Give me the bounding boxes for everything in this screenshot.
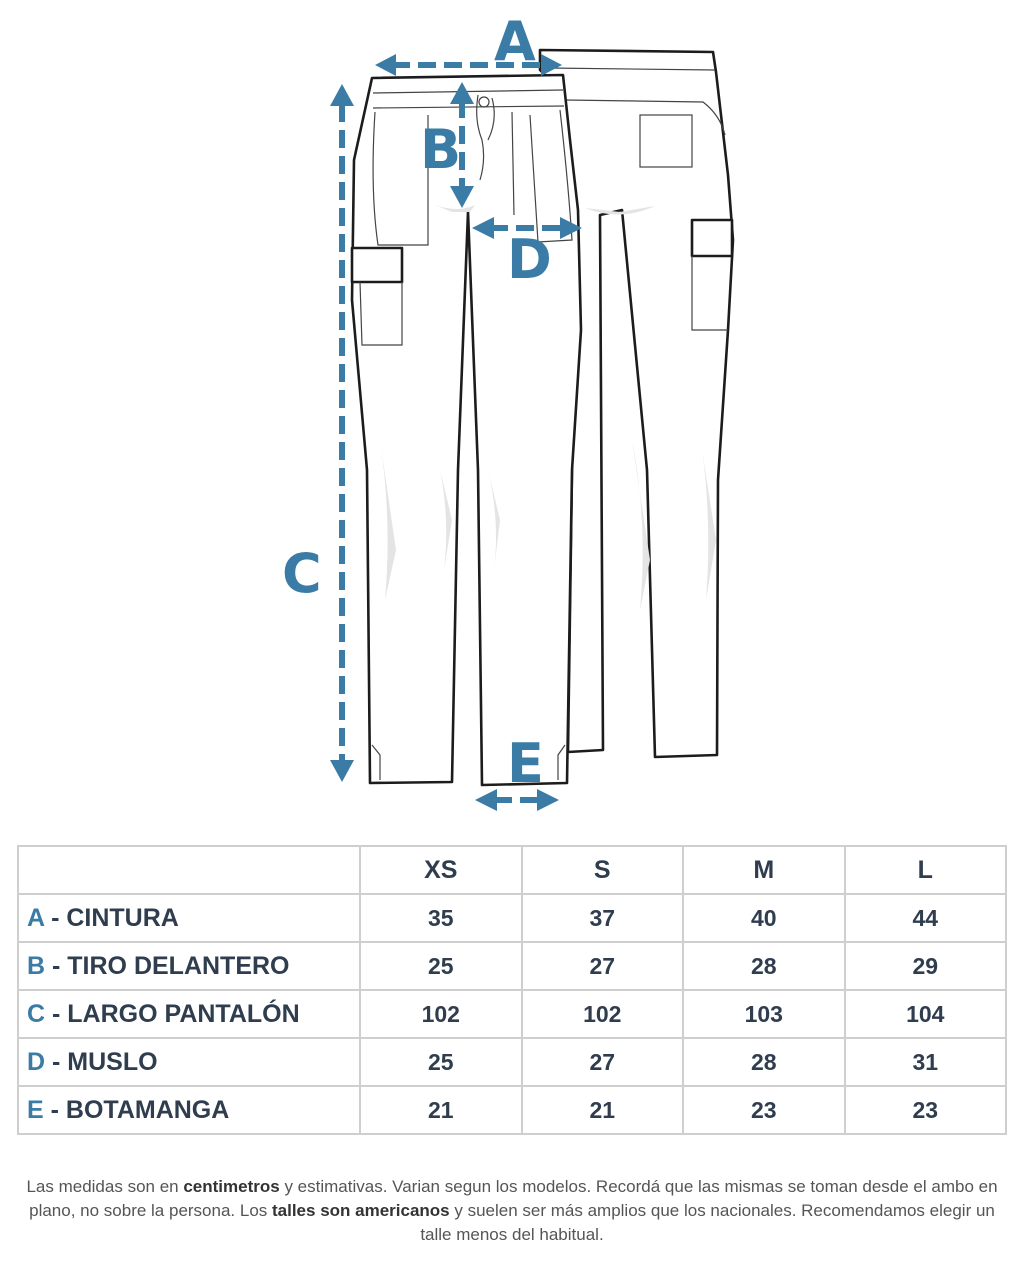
pants-measurement-diagram: A B C D E — [282, 10, 735, 811]
measurement-value: 27 — [520, 1037, 684, 1087]
note-bold-2: talles son americanos — [272, 1201, 450, 1220]
measurement-value: 31 — [843, 1037, 1007, 1087]
measurement-separator: - — [43, 1095, 66, 1124]
label-d: D — [507, 228, 552, 291]
arrow-c-length: C — [282, 84, 354, 782]
measurement-value: 28 — [682, 1037, 846, 1087]
measurement-value: 29 — [843, 941, 1007, 991]
measurement-value: 21 — [359, 1085, 523, 1135]
note-text-3: y suelen ser más amplios que los naciona… — [420, 1201, 995, 1244]
measurement-name: CINTURA — [66, 903, 179, 932]
measurement-value: 21 — [520, 1085, 684, 1135]
measurement-letter: E — [27, 1095, 44, 1124]
measurement-letter: D — [27, 1047, 46, 1076]
measurement-name: LARGO PANTALÓN — [67, 999, 300, 1028]
arrow-e-hem: E — [475, 732, 559, 811]
note-text-2: y estimativas. Varian segun los modelos.… — [29, 1177, 998, 1220]
measurement-value: 23 — [682, 1085, 846, 1135]
measurement-value: 25 — [359, 941, 523, 991]
pants-front-view — [350, 73, 583, 787]
label-b: B — [420, 118, 461, 181]
measurement-value: 40 — [682, 893, 846, 943]
label-c: C — [282, 542, 322, 605]
measurement-value: 103 — [682, 989, 846, 1039]
measurement-value: 23 — [843, 1085, 1007, 1135]
measurement-separator: - — [45, 999, 68, 1028]
header-size-l: L — [843, 845, 1007, 895]
measurement-value: 35 — [359, 893, 523, 943]
measurement-name: TIRO DELANTERO — [67, 951, 290, 980]
measurement-label: E - BOTAMANGA — [17, 1085, 361, 1135]
arrow-d-thigh: D — [472, 217, 582, 291]
measurement-separator: - — [45, 951, 68, 980]
measurement-label: D - MUSLO — [17, 1037, 361, 1087]
measurement-value: 28 — [682, 941, 846, 991]
measurement-note: Las medidas son en centimetros y estimat… — [20, 1175, 1004, 1247]
measurement-letter: C — [27, 999, 46, 1028]
measurement-letter: B — [27, 951, 46, 980]
measurement-value: 102 — [520, 989, 684, 1039]
note-text-1: Las medidas son en — [26, 1177, 184, 1196]
measurement-letter: A — [27, 903, 45, 932]
measurement-separator: - — [45, 1047, 68, 1076]
measurement-value: 102 — [359, 989, 523, 1039]
measurement-value: 104 — [843, 989, 1007, 1039]
measurement-value: 44 — [843, 893, 1007, 943]
label-a: A — [494, 10, 536, 73]
measurement-name: BOTAMANGA — [65, 1095, 230, 1124]
note-bold-1: centimetros — [183, 1177, 280, 1196]
measurement-value: 37 — [520, 893, 684, 943]
measurement-label: B - TIRO DELANTERO — [17, 941, 361, 991]
arrow-b-front-rise: B — [420, 82, 474, 208]
measurement-separator: - — [44, 903, 67, 932]
table-header-row: XS S M L — [17, 845, 1007, 895]
header-empty — [17, 845, 361, 895]
header-size-xs: XS — [359, 845, 523, 895]
measurement-label: A - CINTURA — [17, 893, 361, 943]
measurement-value: 27 — [520, 941, 684, 991]
header-size-s: S — [520, 845, 684, 895]
measurement-value: 25 — [359, 1037, 523, 1087]
header-size-m: M — [682, 845, 846, 895]
measurement-name: MUSLO — [67, 1047, 158, 1076]
measurement-label: C - LARGO PANTALÓN — [17, 989, 361, 1039]
label-e: E — [507, 732, 544, 795]
arrow-a-waist: A — [375, 10, 562, 76]
